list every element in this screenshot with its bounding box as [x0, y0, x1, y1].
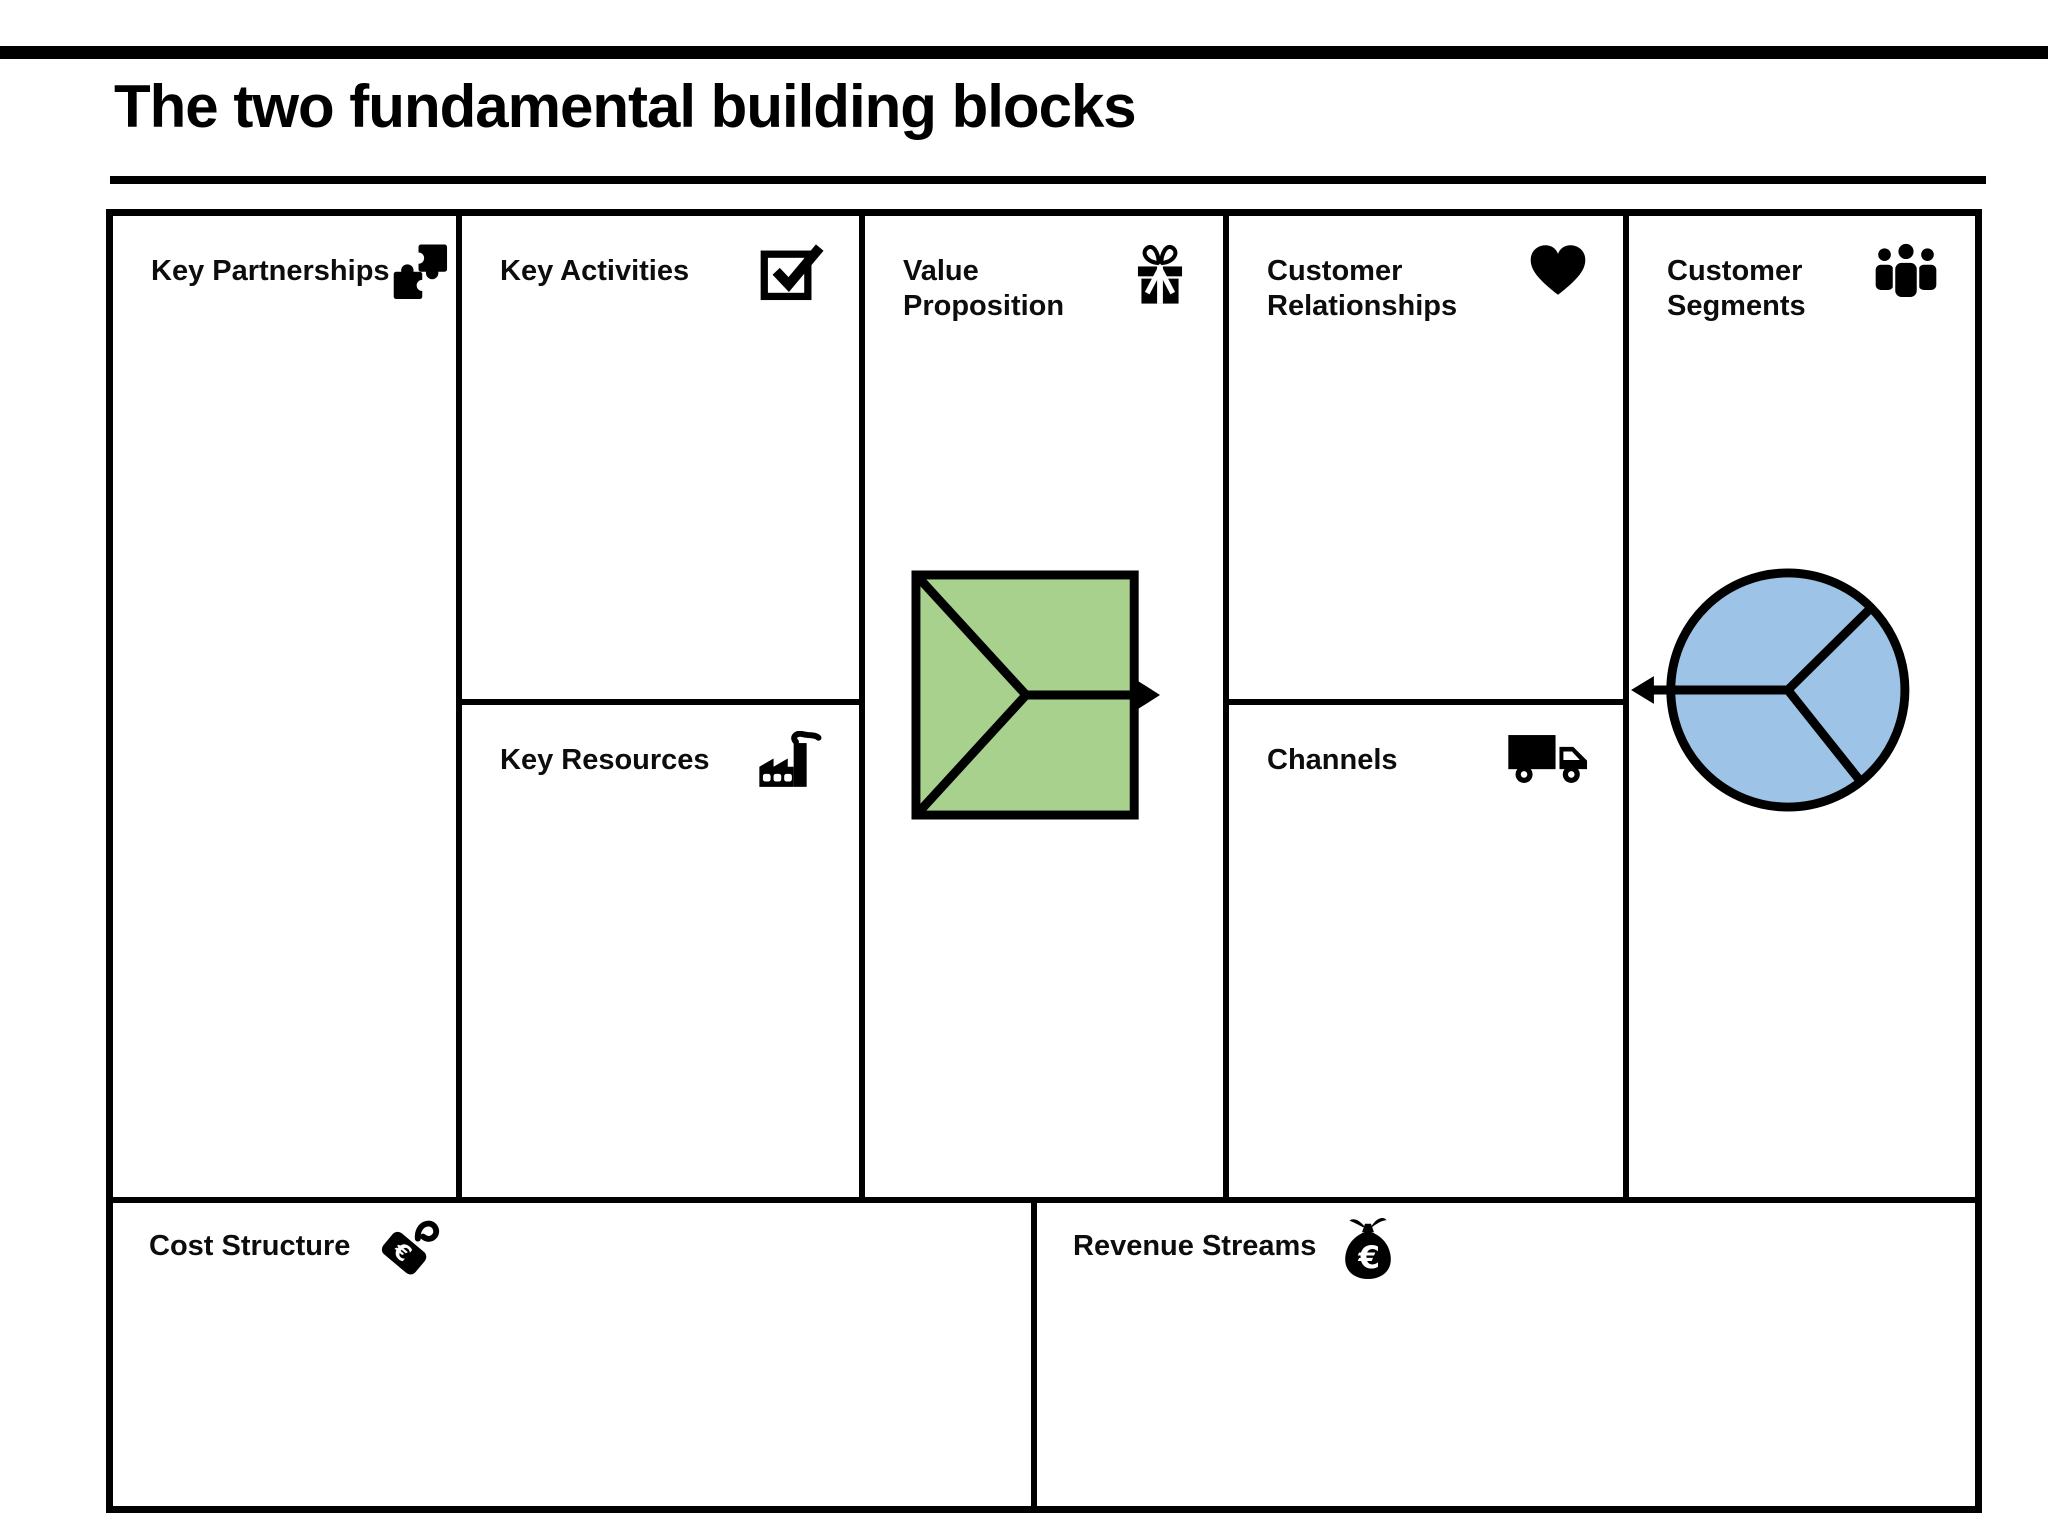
- top-black-strip: [0, 46, 2048, 59]
- cell-key-resources: Key Resources: [459, 702, 862, 1200]
- cell-value-proposition: Value Proposition: [862, 213, 1226, 1200]
- revenue-streams-label: Revenue Streams: [1073, 1230, 1317, 1262]
- cell-revenue-streams: Revenue Streams €: [1034, 1200, 1978, 1509]
- people-icon: [1871, 242, 1941, 302]
- euro-price-tag-icon: €: [372, 1215, 444, 1287]
- value-proposition-label: Value Proposition: [903, 255, 1065, 322]
- checkbox-icon: [759, 242, 825, 302]
- key-partnerships-label: Key Partnerships: [151, 255, 390, 287]
- key-resources-label: Key Resources: [500, 744, 710, 776]
- cost-structure-label: Cost Structure: [149, 1230, 351, 1262]
- puzzle-icon: [390, 242, 452, 304]
- cell-customer-relationships: Customer Relationships: [1226, 213, 1626, 702]
- cell-cost-structure: Cost Structure €: [110, 1200, 1034, 1509]
- gift-icon: [1131, 242, 1189, 306]
- euro-money-bag-icon: €: [1338, 1215, 1398, 1283]
- canvas-top-grid: Key Partnerships: [110, 213, 1978, 1200]
- heart-icon: [1527, 242, 1589, 298]
- customer-segments-label: Customer Segments: [1667, 255, 1806, 322]
- factory-icon: [757, 731, 825, 793]
- customer-relationships-label: Customer Relationships: [1267, 255, 1458, 322]
- svg-text:€: €: [1358, 1240, 1381, 1276]
- page-title: The two fundamental building blocks: [114, 73, 1137, 140]
- cell-customer-segments: Customer Segments: [1626, 213, 1978, 1200]
- value-proposition-shape: [911, 570, 1161, 820]
- cell-channels: Channels: [1226, 702, 1626, 1200]
- canvas-bottom-row: Cost Structure € Revenue Streams: [110, 1200, 1978, 1509]
- customer-segments-shape: [1627, 565, 1910, 815]
- truck-icon: [1507, 731, 1589, 787]
- business-model-canvas: Key Partnerships: [106, 209, 1982, 1513]
- cell-key-partnerships: Key Partnerships: [110, 213, 459, 1200]
- key-activities-label: Key Activities: [500, 255, 690, 287]
- cell-key-activities: Key Activities: [459, 213, 862, 702]
- channels-label: Channels: [1267, 744, 1398, 776]
- title-underline: [110, 176, 1986, 184]
